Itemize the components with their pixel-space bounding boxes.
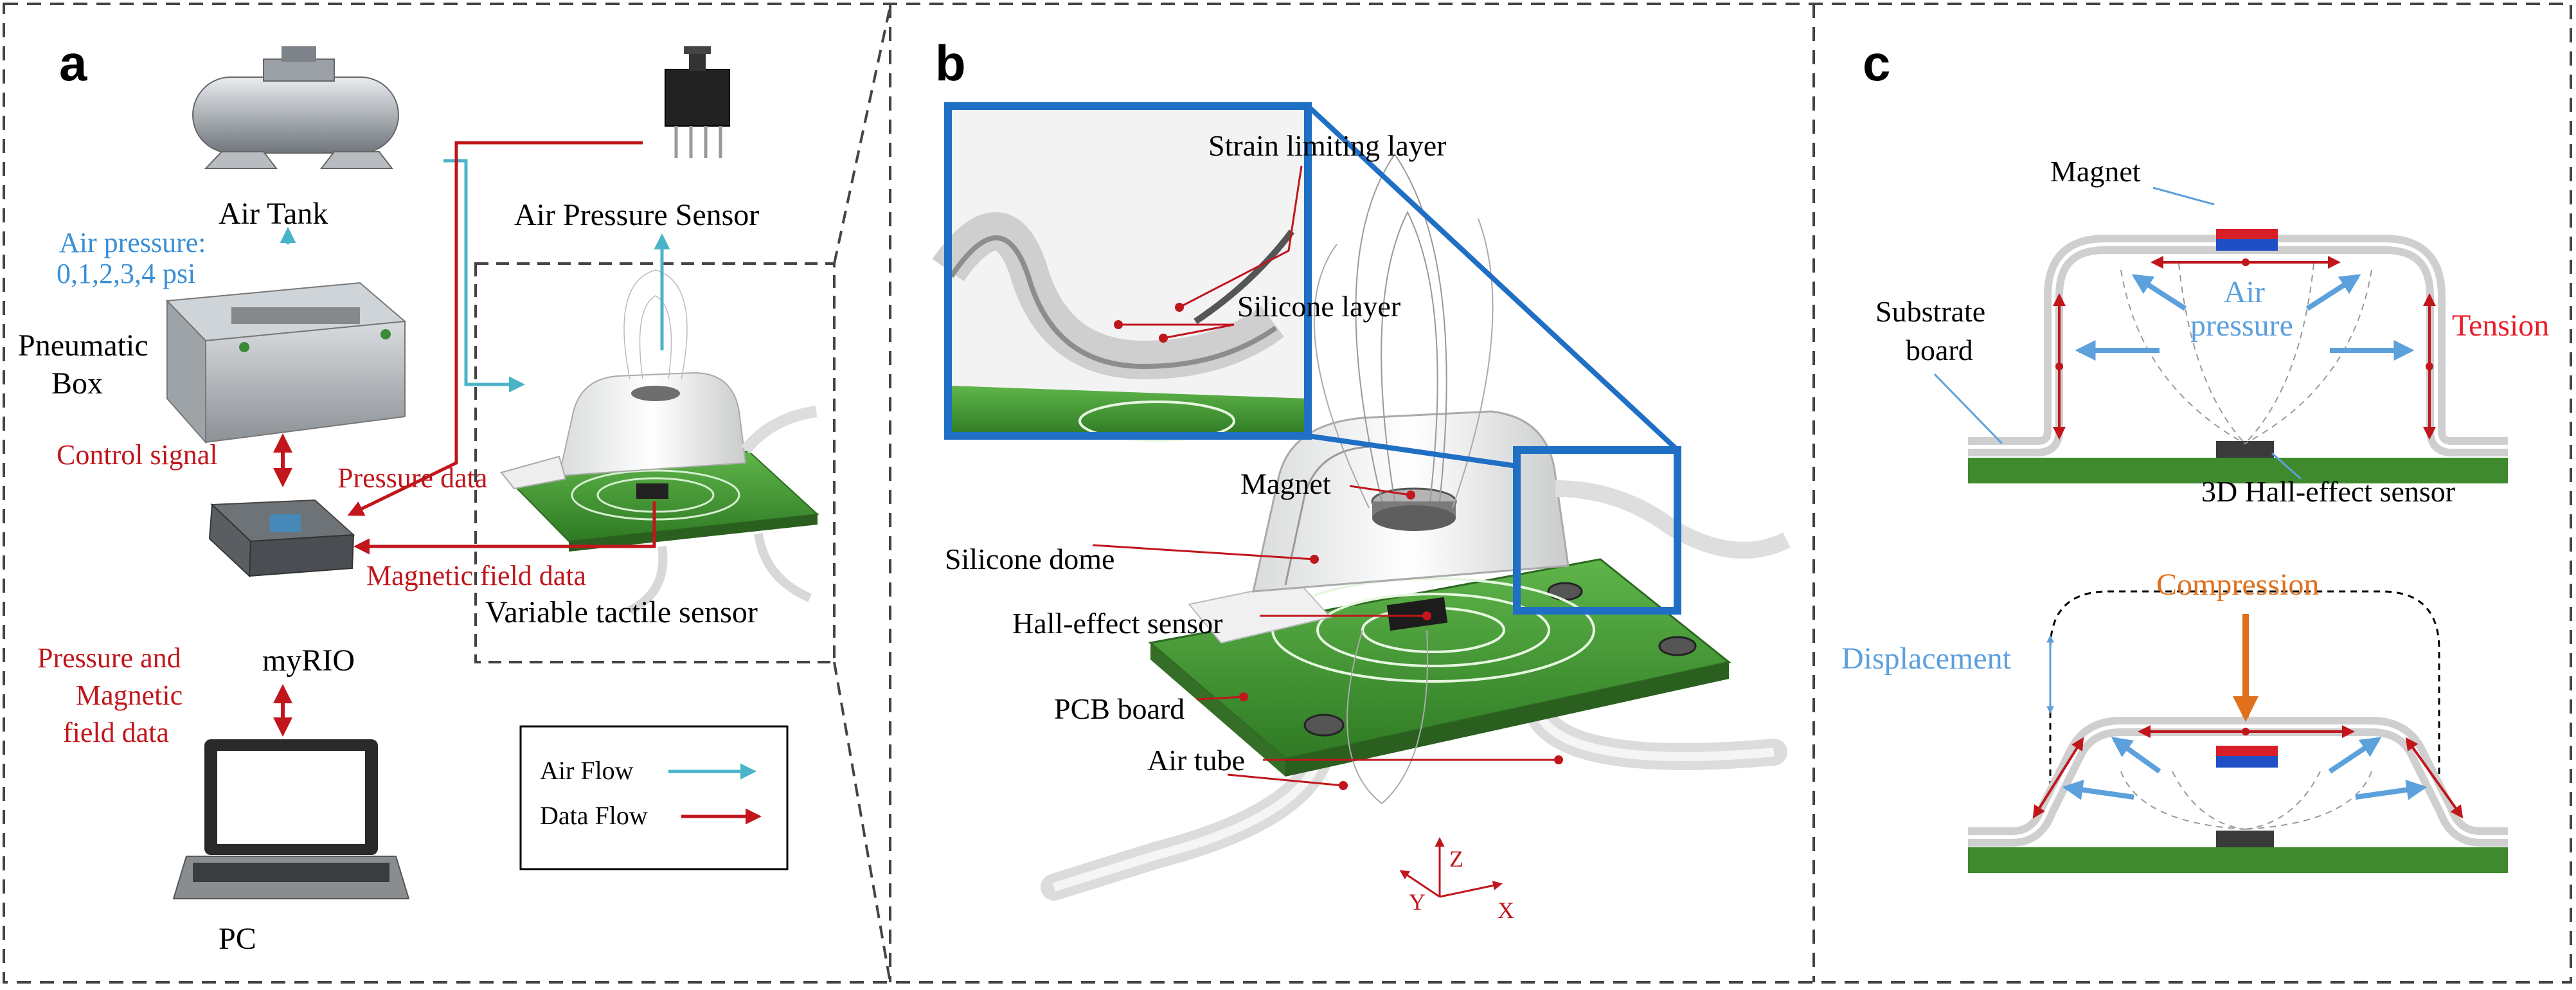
flow-legend: Air Flow Data Flow <box>519 725 789 870</box>
panel-c-letter: c <box>1863 35 1890 91</box>
pressure-arrow-ur <box>2305 274 2361 311</box>
air-tank-label: Air Tank <box>219 197 328 231</box>
axis-z-label: Z <box>1449 846 1463 872</box>
inset-connector-left <box>1307 433 1517 469</box>
pneumatic-box-label-2: Box <box>51 366 103 401</box>
legend-data-flow-label: Data Flow <box>540 801 648 830</box>
magnet-blue-bottom <box>2216 756 2278 768</box>
legend-box <box>519 725 789 870</box>
myrio-label: myRIO <box>262 644 355 678</box>
panel-b: b <box>932 35 1791 923</box>
magnetic-field-data-arrow <box>353 501 656 555</box>
magnet-pointer-b <box>1349 485 1411 496</box>
panel-b-letter: b <box>935 35 966 91</box>
legend-air-flow-label: Air Flow <box>540 756 634 785</box>
air-pressure-label-c-1: Air <box>2224 275 2265 309</box>
pressure-data-arrow <box>347 141 643 516</box>
magnetic-field-data-label: Magnetic field data <box>366 560 586 591</box>
silicone-dome-pointer <box>1092 544 1315 561</box>
pressure-arrow-ul <box>2131 274 2187 311</box>
magnet-blue-top <box>2216 239 2278 251</box>
air-tube-pointer-left <box>1227 773 1344 787</box>
pc-laptop-icon <box>172 739 410 899</box>
magnet-red-bottom <box>2216 746 2278 756</box>
silicone-dome-label: Silicone dome <box>945 543 1114 575</box>
tension-label: Tension <box>2452 309 2549 343</box>
substrate-pointer <box>1933 373 2003 445</box>
magnet-pointer-c <box>2152 186 2215 206</box>
pc-label: PC <box>219 922 256 956</box>
pm-data-label-1: Pressure and <box>37 642 181 674</box>
inset-connector-top <box>1306 104 1679 452</box>
axis-x-arrow <box>1439 881 1503 898</box>
myrio-icon <box>208 499 355 578</box>
pm-data-label-2: Magnetic <box>76 680 183 711</box>
pressure-data-label: Pressure data <box>337 462 487 494</box>
hall-sensor-bottom <box>2216 831 2274 847</box>
air-pressure-label-c-2: pressure <box>2190 309 2293 343</box>
strain-limiting-layer-label: Strain limiting layer <box>1208 129 1447 162</box>
air-pressure-values: 0,1,2,3,4 psi <box>57 258 195 289</box>
pressure-arrow-bottom-ur <box>2328 737 2382 774</box>
zoom-inset <box>932 102 1681 615</box>
pneumatic-box-label-1: Pneumatic <box>18 328 148 363</box>
pcb-board-label: PCB board <box>1054 692 1185 725</box>
hall-sensor-top <box>2216 441 2274 458</box>
strain-limiting-pointer <box>1179 165 1303 309</box>
air-pressure-label: Air pressure: <box>59 227 206 258</box>
axis-x-label: X <box>1498 897 1514 923</box>
substrate-board-label-1: Substrate <box>1875 295 1985 328</box>
hall-sensor-3d-label: 3D Hall-effect sensor <box>2201 475 2455 508</box>
magnet-label-b: Magnet <box>1240 467 1331 500</box>
axis-y-label: Y <box>1409 889 1426 915</box>
axis-y-arrow <box>1399 870 1440 898</box>
zoom-line-bottom <box>833 662 891 983</box>
inset-frame <box>944 102 1312 440</box>
air-pressure-sensor-icon <box>665 46 730 158</box>
pcb-substrate-bottom <box>1968 847 2508 873</box>
displacement-label: Displacement <box>1841 642 2012 676</box>
axes-triad: Z X Y <box>1399 837 1514 923</box>
compressed-schematic <box>1968 590 2508 873</box>
hall-sensor-pointer-c <box>2271 452 2302 480</box>
panel-frames <box>3 3 2572 984</box>
variable-tactile-sensor-label: Variable tactile sensor <box>485 595 758 629</box>
tension-arrow-bottom-left <box>2032 737 2084 819</box>
outer-frame <box>3 3 2572 984</box>
pneumatic-box-icon <box>165 282 407 444</box>
air-pressure-sensor-label: Air Pressure Sensor <box>514 198 759 232</box>
tactile-sensor-box <box>474 262 836 663</box>
pressure-arrow-bottom-ul <box>2111 737 2161 774</box>
air-tank-icon <box>192 46 399 169</box>
magnet-label-c: Magnet <box>2050 155 2141 188</box>
panel-a: a Air Tank Air Pressure Sensor Air press… <box>18 6 891 983</box>
substrate-board-label-2: board <box>1906 334 1973 366</box>
pcb-substrate-top <box>1968 458 2508 483</box>
hall-effect-sensor-label: Hall-effect sensor <box>1012 607 1222 640</box>
pm-data-label-3: field data <box>63 717 169 748</box>
compression-label: Compression <box>2156 568 2319 602</box>
control-signal-label: Control signal <box>57 439 218 471</box>
tactile-sensor-model <box>499 269 819 615</box>
pressure-arrow-bottom-r <box>2355 779 2428 800</box>
tension-arrow-bottom-right <box>2405 737 2464 819</box>
panel-a-letter: a <box>59 35 87 91</box>
inflated-schematic <box>1968 229 2508 483</box>
silicone-layer-pointer-2 <box>1163 323 1235 339</box>
zoom-line-top <box>833 6 891 264</box>
magnet-red-top <box>2216 229 2278 239</box>
silicone-layer-label: Silicone layer <box>1237 290 1400 323</box>
inset-source-frame <box>1513 446 1681 615</box>
air-tube-label: Air tube <box>1147 744 1245 777</box>
pressure-arrow-bottom-l <box>2062 779 2134 800</box>
pcb-board-pointer <box>1196 696 1244 701</box>
panel-c: c Magnet Air pressure Substrate board <box>1841 35 2549 873</box>
